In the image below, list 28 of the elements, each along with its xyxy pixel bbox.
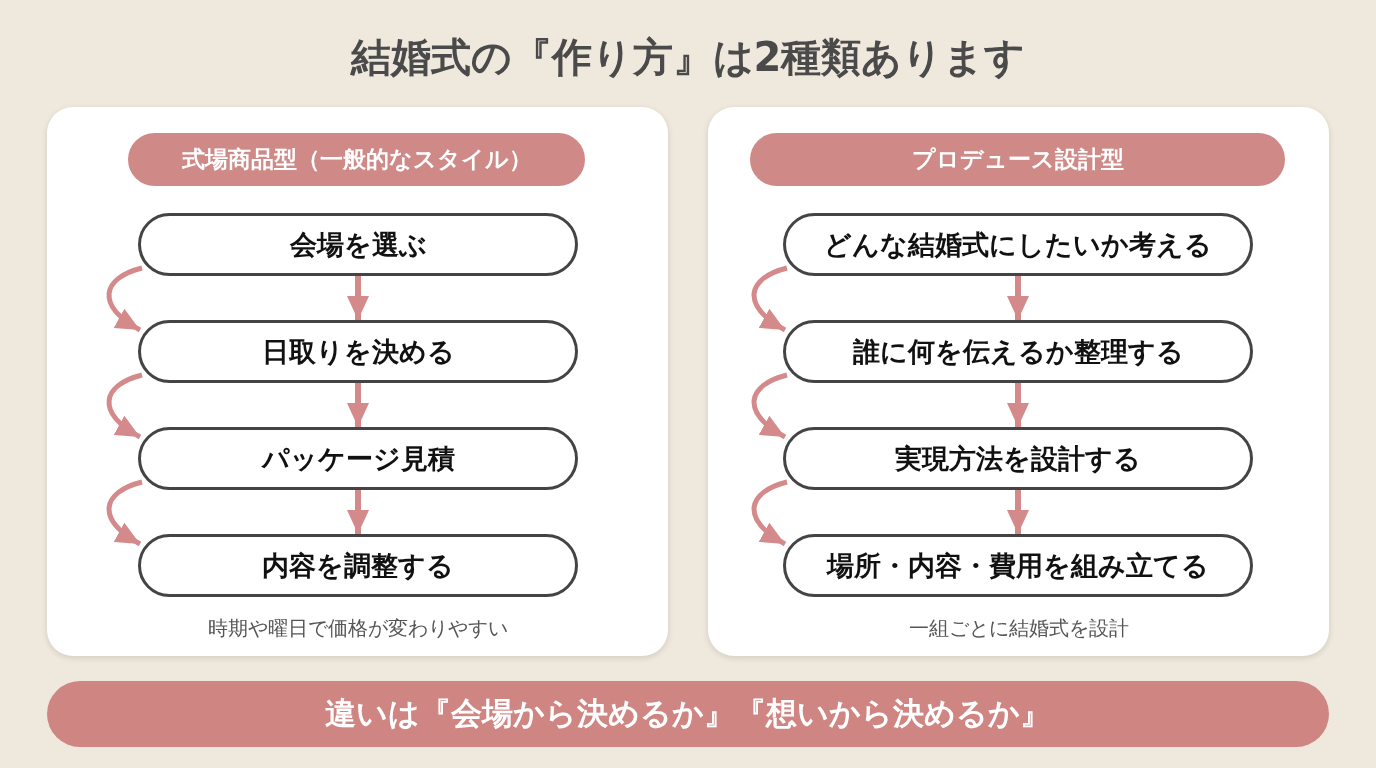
arrow [347, 276, 369, 320]
footnote: 時期や曜日で価格が変わりやすい [206, 615, 509, 642]
arrow [347, 383, 369, 427]
footnote: 一組ごとに結婚式を設計 [907, 615, 1130, 642]
category-header: プロデュース設計型 [750, 133, 1285, 186]
curved-arrow [751, 372, 788, 440]
arrow [1007, 383, 1029, 427]
title: 結婚式の『作り方』は2種類あります [349, 33, 1027, 82]
step-box: 場所・内容・費用を組み立てる [783, 534, 1253, 597]
arrow [347, 490, 369, 534]
step-box: 実現方法を設計する [783, 427, 1253, 490]
card-background [708, 107, 1329, 656]
arrow [1007, 276, 1029, 320]
category-header: 式場商品型（一般的なスタイル） [128, 133, 585, 186]
curved-arrow [106, 265, 143, 333]
step-box: 誰に何を伝えるか整理する [783, 320, 1253, 383]
arrow [1007, 490, 1029, 534]
step-box: どんな結婚式にしたいか考える [783, 213, 1253, 276]
step-box: 内容を調整する [138, 534, 578, 597]
step-box: 会場を選ぶ [138, 213, 578, 276]
curved-arrow [106, 372, 143, 440]
curved-arrow [751, 265, 788, 333]
curved-arrow [106, 479, 143, 547]
step-box: パッケージ見積 [138, 427, 578, 490]
step-box: 日取りを決める [138, 320, 578, 383]
curved-arrow [751, 479, 788, 547]
summary-banner: 違いは『会場から決めるか』『想いから決めるか』 [47, 681, 1329, 747]
card-background [47, 107, 668, 656]
